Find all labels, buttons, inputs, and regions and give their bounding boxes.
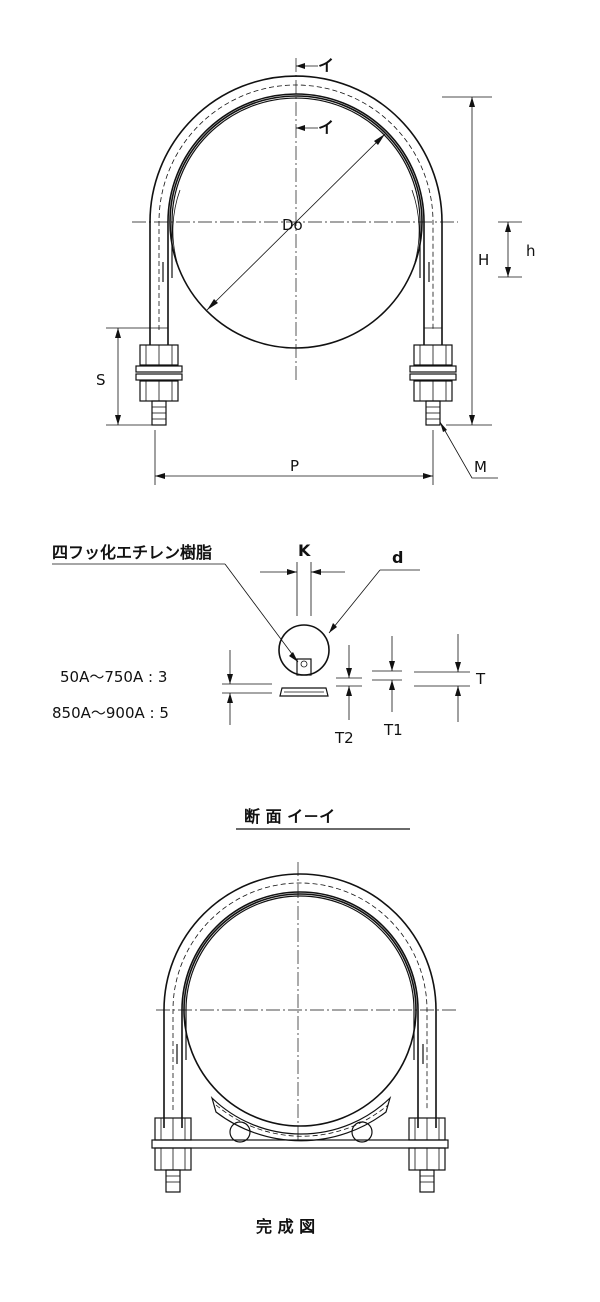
left-nut-stack: [135, 344, 183, 426]
assembly-view: 完 成 図: [151, 862, 456, 1236]
base-plate: [151, 1139, 449, 1149]
assembly-pipe-circle: [183, 893, 417, 1127]
assembly-left-nut: [154, 1117, 192, 1193]
small-height-label: h: [526, 242, 536, 260]
rod-circle: [278, 624, 330, 676]
key-slot-hole: [300, 660, 308, 668]
assembly-caption: 完 成 図: [256, 1217, 315, 1236]
right-nut-stack: [409, 344, 457, 426]
assembly-right-nut: [408, 1117, 446, 1193]
section-caption: 断 面 イ－イ: [244, 807, 335, 826]
material-leader: [224, 563, 299, 663]
pipe-circle: [169, 95, 423, 349]
u-bolt-center-dash: [158, 84, 434, 330]
diameter-label: Do: [282, 216, 303, 234]
assembly-u-bolt-outer: [163, 873, 437, 1128]
u-bolt-outer: [149, 75, 443, 345]
pitch-label: P: [290, 457, 299, 475]
thread-label: M: [474, 458, 487, 476]
section-mark-mid: イ: [318, 118, 334, 137]
d-leader: [328, 569, 381, 634]
saddle-arc: [210, 1096, 392, 1142]
range2-label: 850A～900A : 5: [52, 704, 169, 722]
key-slot: [296, 658, 312, 676]
k-label: K: [298, 541, 311, 560]
diameter-dimension-line: [206, 133, 386, 311]
t2-label: T2: [334, 729, 354, 747]
height-label: H: [478, 251, 489, 269]
front-view: イ イ Do H h S P: [96, 56, 536, 485]
range1-label: 50A～750A : 3: [60, 668, 167, 686]
lining-arc: [171, 97, 421, 278]
assembly-u-bolt-dash: [172, 882, 428, 1110]
t-label: T: [475, 670, 486, 688]
support-roller-left: [229, 1121, 251, 1143]
thread-leader: [439, 421, 498, 479]
material-label: 四フッ化エチレン樹脂: [52, 543, 212, 562]
section-view: 四フッ化エチレン樹脂 K d 50A～750A : 3 850A～90: [52, 541, 486, 830]
lining-strip: [279, 687, 329, 697]
assembly-u-bolt-inner: [181, 891, 419, 1128]
lining-arc-inner: [172, 189, 181, 263]
thread-length-label: S: [96, 371, 106, 389]
u-bolt-inner: [167, 93, 425, 345]
support-roller-right: [351, 1121, 373, 1143]
t1-label: T1: [383, 721, 403, 739]
lining-arc-inner-r: [411, 189, 420, 263]
assembly-lining: [185, 895, 415, 1060]
d-label: d: [392, 548, 403, 567]
section-mark-top: イ: [318, 56, 334, 75]
